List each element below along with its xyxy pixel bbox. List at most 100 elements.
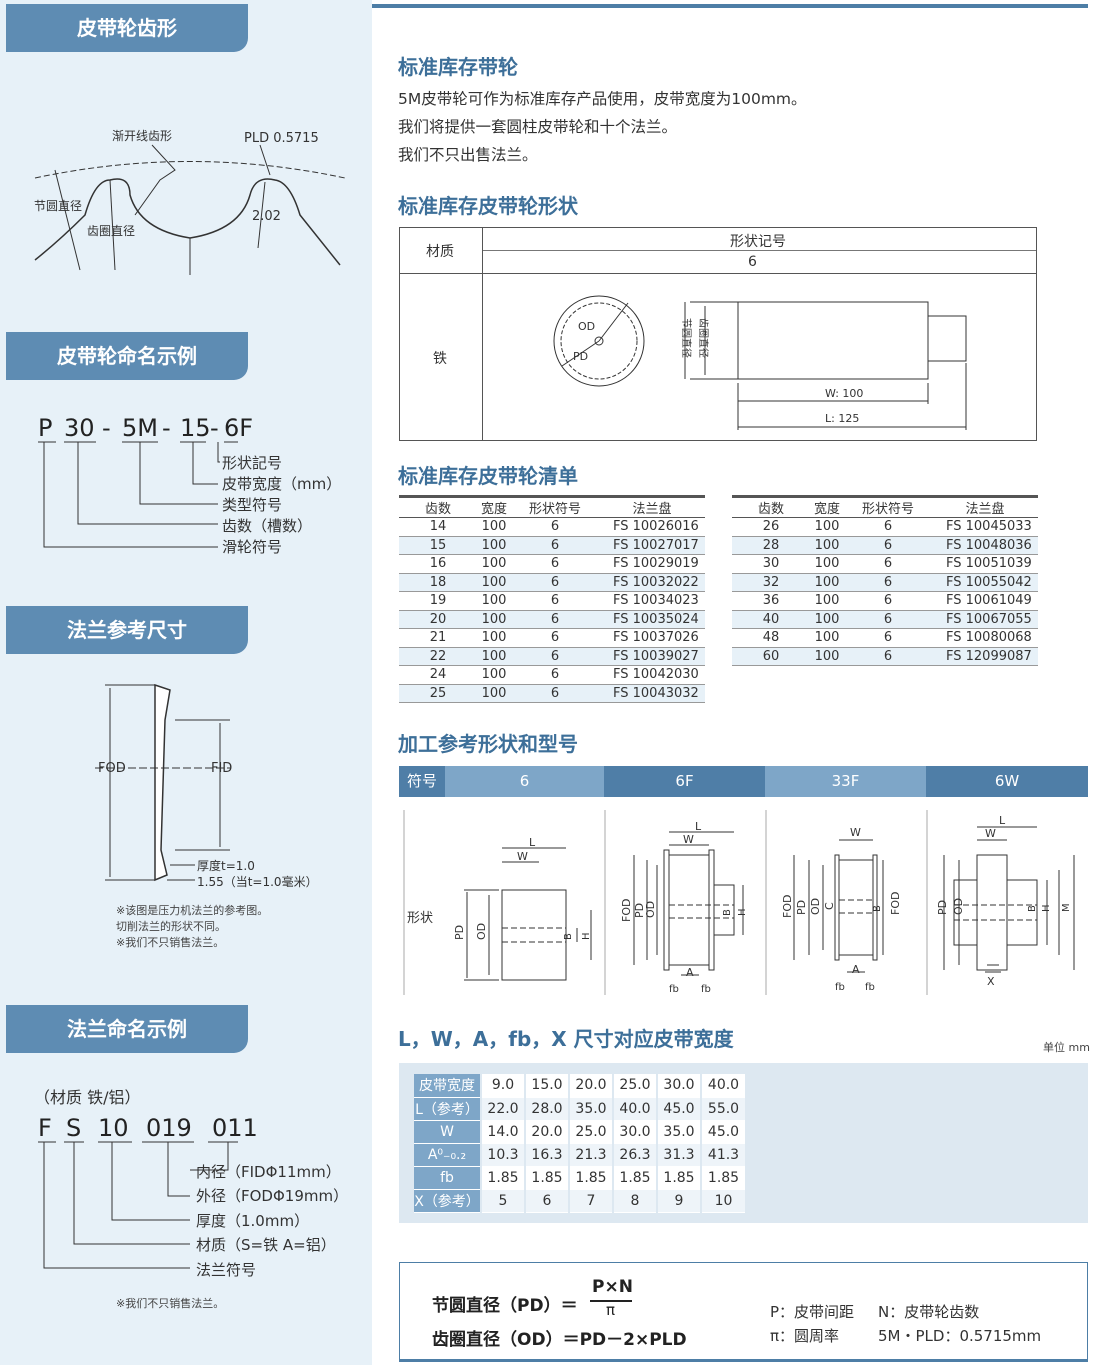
table-cell: 20.0 (524, 1120, 569, 1144)
legend-teeth: 齿数（槽数） (222, 517, 313, 535)
table-cell: 28.0 (524, 1097, 569, 1121)
table-cell: 100 (477, 554, 511, 574)
svg-text:W: W (985, 827, 996, 840)
material-header: 材质 (426, 244, 454, 260)
pd-formula-numerator: P×N (592, 1277, 633, 1297)
table-cell: 5 (480, 1189, 525, 1213)
table-cell: 40.0 (700, 1074, 745, 1098)
table-cell: 100 (477, 665, 511, 685)
table-cell: 6 (511, 554, 599, 574)
table-cell: 19 (399, 591, 477, 611)
table-cell: 100 (810, 610, 844, 629)
table-cell: 7 (568, 1189, 613, 1213)
table-cell: FS 10045033 (932, 517, 1038, 537)
flange-code-od: 019 (146, 1114, 192, 1142)
length-dim: L: 125 (825, 412, 859, 425)
tab-flange-dimensions: 法兰参考尺寸 (6, 606, 248, 654)
top-rule (372, 4, 1088, 8)
table-cell: 1.85 (568, 1166, 613, 1190)
table-cell: 1.85 (480, 1166, 525, 1190)
table-cell: 30.0 (612, 1120, 657, 1144)
table-cell: 6 (511, 610, 599, 629)
table-cell: 6 (511, 591, 599, 611)
fraction-bar (590, 1300, 632, 1302)
pd-formula-lhs: 节圆直径（PD）＝ (432, 1296, 578, 1316)
table-cell: 6 (844, 591, 932, 611)
proc-symbol: 符号 (399, 766, 445, 797)
table-cell: 10.3 (480, 1143, 525, 1167)
table-cell: FS 10027017 (599, 536, 705, 555)
table-cell: 100 (477, 517, 511, 537)
svg-text:B: B (872, 905, 883, 912)
row-label: 皮带宽度 (414, 1074, 481, 1098)
table-cell: 14.0 (480, 1120, 525, 1144)
svg-text:C: C (823, 902, 836, 910)
row-label: A⁰₋₀.₂ (414, 1143, 481, 1167)
table-cell: 35.0 (656, 1120, 701, 1144)
pulley-code-legend: 形状記号 皮带宽度（mm） 类型符号 齿数（槽数） 滑轮符号 (222, 453, 341, 558)
code-dash: - (162, 414, 171, 442)
table-cell: FS 10048036 (932, 536, 1038, 555)
pd-formula-denominator: π (606, 1301, 616, 1319)
stock-description: 5M皮带轮可作为标准库存产品使用，皮带宽度为100mm。 我们将提供一套圆柱皮带… (398, 85, 807, 169)
table-cell: 45.0 (700, 1120, 745, 1144)
code-dash: - (102, 414, 111, 442)
svg-text:L: L (695, 820, 702, 833)
tab-flange-naming: 法兰命名示例 (6, 1005, 248, 1053)
pitch-label: 节圆直径 (680, 318, 693, 358)
table-cell: 100 (477, 610, 511, 629)
legend-flange: 法兰符号 (196, 1260, 257, 1279)
table-cell: 48 (732, 628, 810, 648)
flange-code-id: 011 (212, 1114, 258, 1142)
table-cell: FS 10026016 (599, 517, 705, 537)
flange-sale-note: ※我们不只销售法兰。 (116, 1297, 225, 1310)
table-cell: 6 (511, 517, 599, 537)
svg-text:A: A (686, 966, 694, 979)
pld-label: PLD 0.5715 (244, 131, 319, 146)
stock-line: 5M皮带轮可作为标准库存产品使用，皮带宽度为100mm。 (398, 90, 807, 108)
table-cell: 1.85 (612, 1166, 657, 1190)
svg-text:FOD: FOD (620, 899, 633, 922)
col-flange: 法兰盘 (599, 495, 705, 518)
table-cell: 6 (524, 1189, 569, 1213)
table-cell: FS 10039027 (599, 647, 705, 666)
code-width: 15 (180, 414, 211, 442)
proc-heading: 加工参考形状和型号 (398, 732, 578, 756)
table-cell: 16.3 (524, 1143, 569, 1167)
table-cell: 30.0 (656, 1074, 701, 1098)
root-dia-label: 齿圈直径 (87, 224, 135, 238)
table-cell: 21 (399, 628, 477, 648)
svg-text:fb: fb (669, 984, 679, 995)
table-cell: 6 (844, 573, 932, 592)
material-iron: 铁 (433, 351, 447, 367)
proc-col-6f: 6F (604, 766, 765, 797)
svg-text:M: M (1061, 903, 1072, 912)
table-cell: 6 (844, 536, 932, 555)
table-cell: 6 (511, 628, 599, 648)
flange-diagram: FOD FID 厚度t=1.0 1.55（当t=1.0毫米） (95, 683, 318, 889)
legend-width: 皮带宽度（mm） (222, 475, 342, 493)
legend-pulley: 滑轮符号 (222, 538, 283, 556)
table-cell: 25.0 (568, 1120, 613, 1144)
table-cell: 100 (477, 684, 511, 703)
svg-text:B: B (1027, 905, 1038, 912)
svg-text:W: W (850, 826, 861, 839)
table-cell: 36 (732, 591, 810, 611)
legend-shape: 形状記号 (222, 454, 283, 472)
thickness-label: 厚度t=1.0 (197, 858, 255, 873)
table-cell: 100 (477, 573, 511, 592)
svg-text:PD: PD (453, 925, 466, 940)
col-shape: 形状符号 (511, 495, 599, 518)
code-p: P (38, 414, 53, 442)
col-teeth: 齿数 (399, 495, 477, 518)
tab-pulley-naming: 皮带轮命名示例 (6, 332, 248, 380)
svg-text:PD: PD (936, 900, 949, 915)
table-cell: 60 (732, 647, 810, 666)
